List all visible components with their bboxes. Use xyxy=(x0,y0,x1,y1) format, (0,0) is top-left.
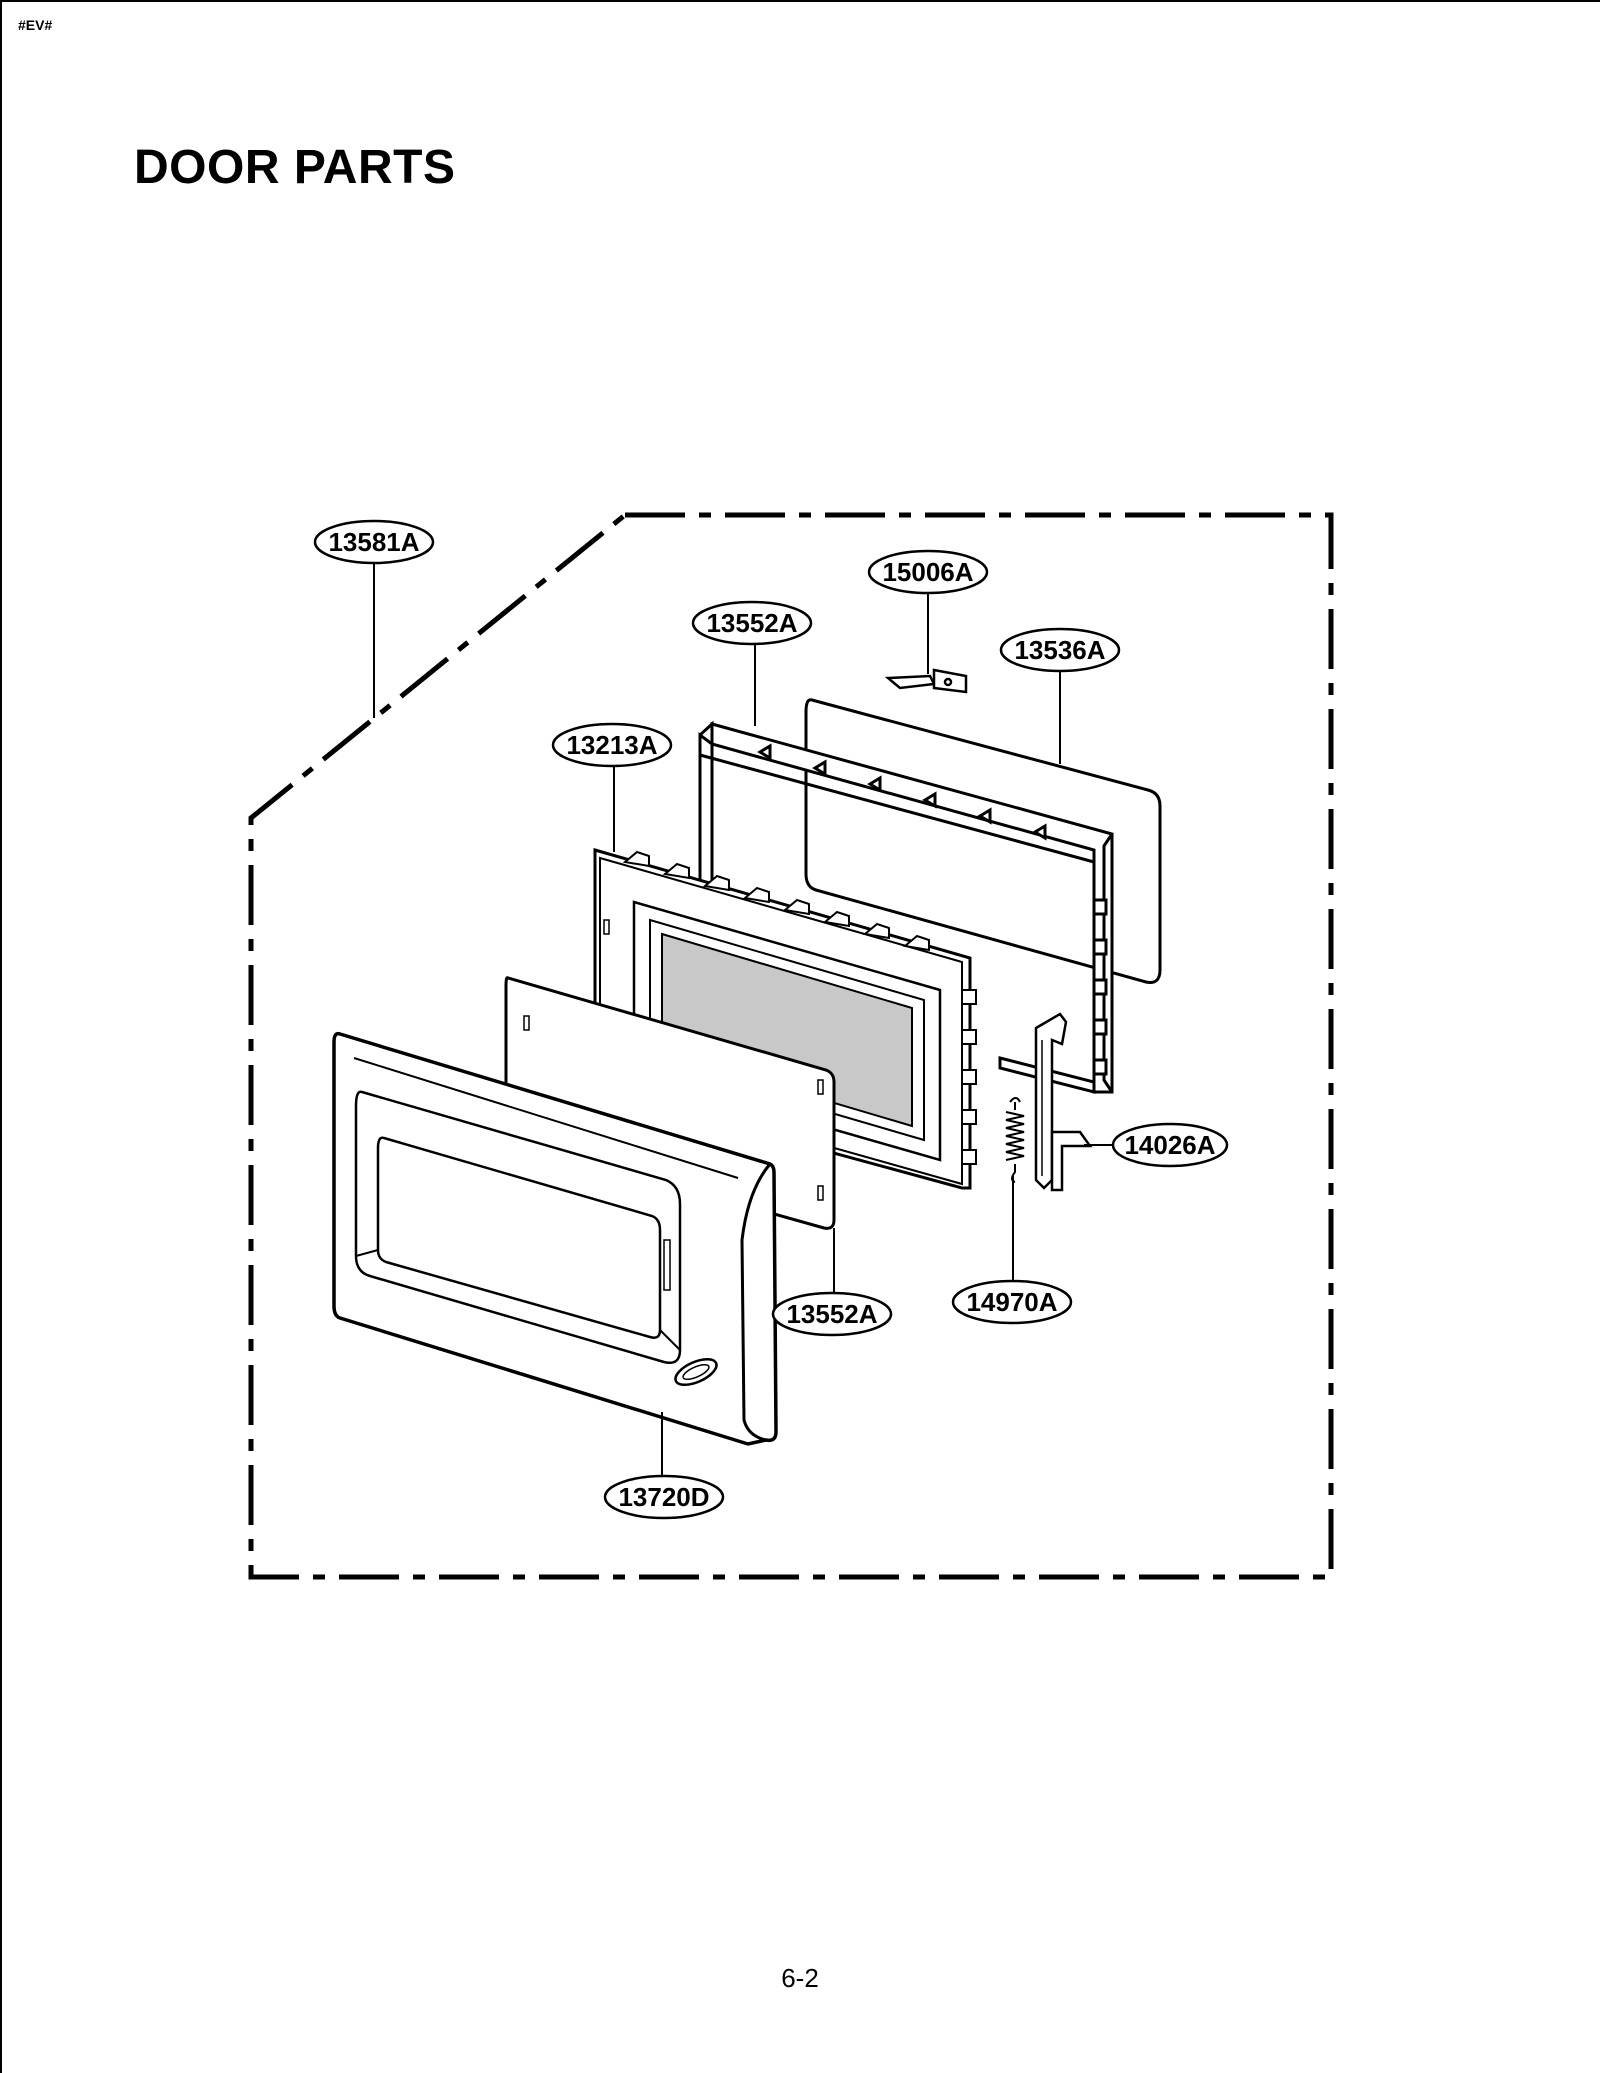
page-number: 6-2 xyxy=(781,1963,819,1993)
callout-13581A: 13581A xyxy=(313,519,435,565)
callout-label: 13213A xyxy=(566,730,657,760)
callout-14970A: 14970A xyxy=(951,1279,1073,1325)
callout-14026A: 14026A xyxy=(1111,1122,1229,1168)
callout-label: 13720D xyxy=(618,1482,709,1512)
callout-13552A-bottom: 13552A xyxy=(771,1291,893,1337)
callout-label: 14970A xyxy=(966,1287,1057,1317)
callout-label: 13581A xyxy=(328,527,419,557)
callout-13213A: 13213A xyxy=(551,722,673,768)
part-13720D-door-front xyxy=(332,1031,778,1446)
part-14970A-spring xyxy=(1005,1097,1025,1183)
header-mark: #EV# xyxy=(18,17,53,33)
callout-label: 15006A xyxy=(882,557,973,587)
part-15006A-bracket xyxy=(884,668,968,694)
page-title: DOOR PARTS xyxy=(134,141,456,194)
callout-label: 14026A xyxy=(1124,1130,1215,1160)
callout-13720D: 13720D xyxy=(603,1474,725,1520)
assembly-boundary xyxy=(248,512,1334,1580)
leader-lines xyxy=(373,562,1113,1476)
part-13536A-panel xyxy=(804,698,1162,984)
callout-label: 13552A xyxy=(706,608,797,638)
callout-label: 13552A xyxy=(786,1299,877,1329)
callout-label: 13536A xyxy=(1014,635,1105,665)
callout-15006A: 15006A xyxy=(867,549,989,595)
callout-13552A-top: 13552A xyxy=(691,600,813,646)
callout-13536A: 13536A xyxy=(999,627,1121,673)
part-14026A-latch xyxy=(1034,1012,1093,1192)
